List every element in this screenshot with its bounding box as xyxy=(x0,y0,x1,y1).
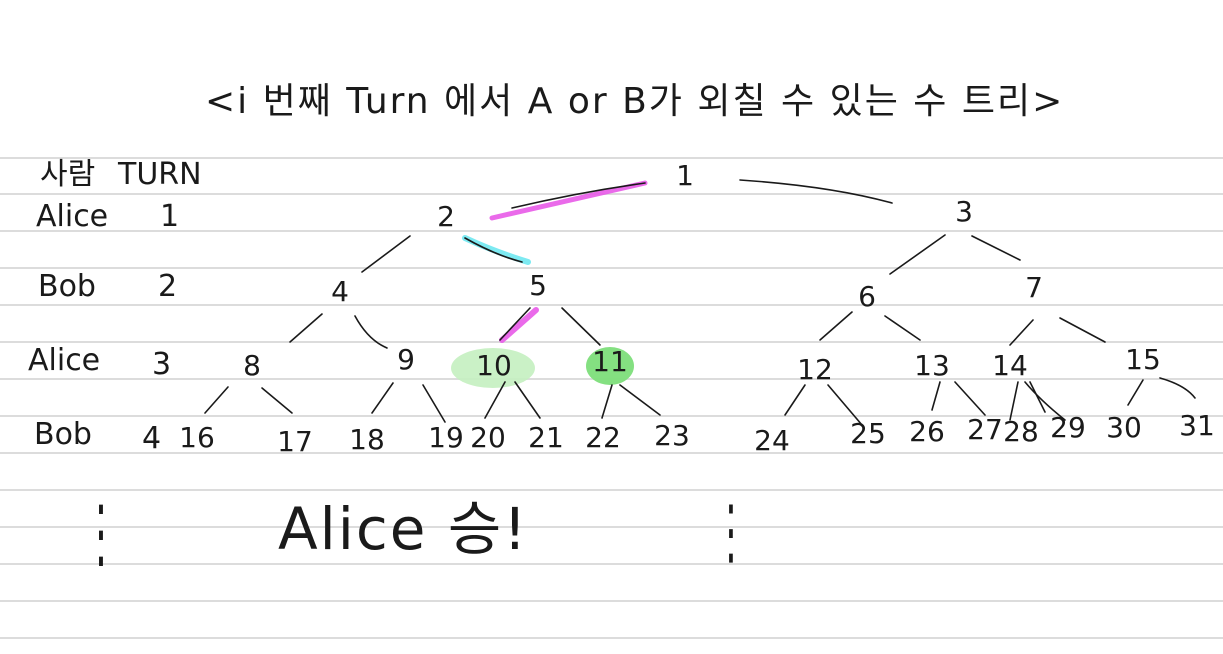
edge xyxy=(361,235,411,273)
tree-node: 17 xyxy=(277,425,313,458)
edge xyxy=(1009,381,1019,421)
edge xyxy=(354,315,388,349)
diagram-title: <i 번째 Turn 에서 A or B가 외칠 수 있는 수 트리> xyxy=(205,81,1065,122)
edge xyxy=(884,315,921,341)
tree-node: 10 xyxy=(476,349,512,382)
ellipsis-right: ⋮ xyxy=(713,489,749,573)
tree-node: 5 xyxy=(529,269,547,302)
edge xyxy=(971,235,1021,261)
tree-node: 4 xyxy=(331,275,349,308)
ruled-line xyxy=(0,157,1223,159)
conclusion-text: Alice 승! xyxy=(278,495,529,563)
highlight-stroke-5-10 xyxy=(499,307,539,343)
ruled-line xyxy=(0,341,1223,343)
row-turn: 1 xyxy=(160,199,180,234)
row-turn: 3 xyxy=(152,347,172,382)
ruled-line xyxy=(0,267,1223,269)
edge xyxy=(1127,379,1144,406)
tree-node: 20 xyxy=(470,421,506,454)
edge xyxy=(1009,319,1034,346)
edge xyxy=(739,179,893,204)
tree-node: 9 xyxy=(397,343,415,376)
edge xyxy=(514,381,541,419)
row-turn: 2 xyxy=(158,269,178,304)
ruled-line xyxy=(0,637,1223,639)
tree-node: 22 xyxy=(585,421,621,454)
tree-node: 2 xyxy=(437,200,455,233)
edge xyxy=(827,384,863,426)
tree-node: 27 xyxy=(967,413,1003,446)
ellipsis-left: ⋮ xyxy=(82,488,120,577)
ruled-line xyxy=(0,230,1223,232)
edge xyxy=(1059,317,1106,343)
tree-node: 29 xyxy=(1050,411,1086,444)
edge xyxy=(261,387,293,414)
tree-node: 3 xyxy=(955,195,973,228)
tree-node: 14 xyxy=(992,349,1028,382)
row-person: Bob xyxy=(38,269,96,304)
tree-node: 11 xyxy=(592,345,628,378)
highlight-stroke-1-2 xyxy=(489,180,648,221)
edge xyxy=(1024,381,1066,421)
edge xyxy=(499,307,531,341)
edge xyxy=(484,381,506,419)
edge xyxy=(954,381,986,416)
ruled-line xyxy=(0,193,1223,195)
header-person: 사람 xyxy=(40,157,96,192)
ruled-line xyxy=(0,415,1223,417)
tree-node: 15 xyxy=(1125,343,1161,376)
tree-node: 7 xyxy=(1025,271,1043,304)
highlight-stroke-2-5 xyxy=(462,235,531,265)
ruled-line xyxy=(0,304,1223,306)
header-turn: TURN xyxy=(118,157,202,192)
edge xyxy=(511,182,646,209)
edge xyxy=(204,386,229,414)
tree-node: 18 xyxy=(349,423,385,456)
row-person: Alice xyxy=(36,199,109,234)
edge xyxy=(889,234,946,275)
tree-node: 31 xyxy=(1179,409,1215,442)
edge xyxy=(1029,381,1046,413)
tree-node: 1 xyxy=(676,159,694,192)
row-turn: 4 xyxy=(142,421,162,456)
tree-node: 26 xyxy=(909,415,945,448)
tree-node: 25 xyxy=(850,417,886,450)
edge xyxy=(819,311,853,341)
edge xyxy=(784,384,806,416)
tree-node: 16 xyxy=(179,421,215,454)
tree-node: 6 xyxy=(858,280,876,313)
tree-node: 21 xyxy=(528,421,564,454)
tree-node: 23 xyxy=(654,419,690,452)
tree-node: 30 xyxy=(1106,411,1142,444)
row-person: Alice xyxy=(28,343,101,378)
tree-node: 19 xyxy=(428,421,464,454)
edge xyxy=(601,384,613,419)
highlight-node-10 xyxy=(451,348,535,388)
highlight-node-11 xyxy=(586,347,634,385)
row-person: Bob xyxy=(34,417,92,452)
edge xyxy=(371,382,394,414)
tree-node: 8 xyxy=(243,349,261,382)
tree-node: 12 xyxy=(797,353,833,386)
edge xyxy=(619,384,661,416)
ruled-line xyxy=(0,452,1223,454)
ruled-line xyxy=(0,489,1223,491)
edge xyxy=(464,237,523,263)
edge xyxy=(422,384,446,423)
edge xyxy=(289,313,323,343)
edge xyxy=(1159,377,1196,399)
tree-node: 28 xyxy=(1003,415,1039,448)
ruled-line xyxy=(0,526,1223,528)
ruled-line xyxy=(0,600,1223,602)
ruled-line xyxy=(0,563,1223,565)
edge xyxy=(931,381,941,411)
tree-node: 24 xyxy=(754,424,790,457)
tree-node: 13 xyxy=(914,349,950,382)
edge xyxy=(561,307,601,346)
